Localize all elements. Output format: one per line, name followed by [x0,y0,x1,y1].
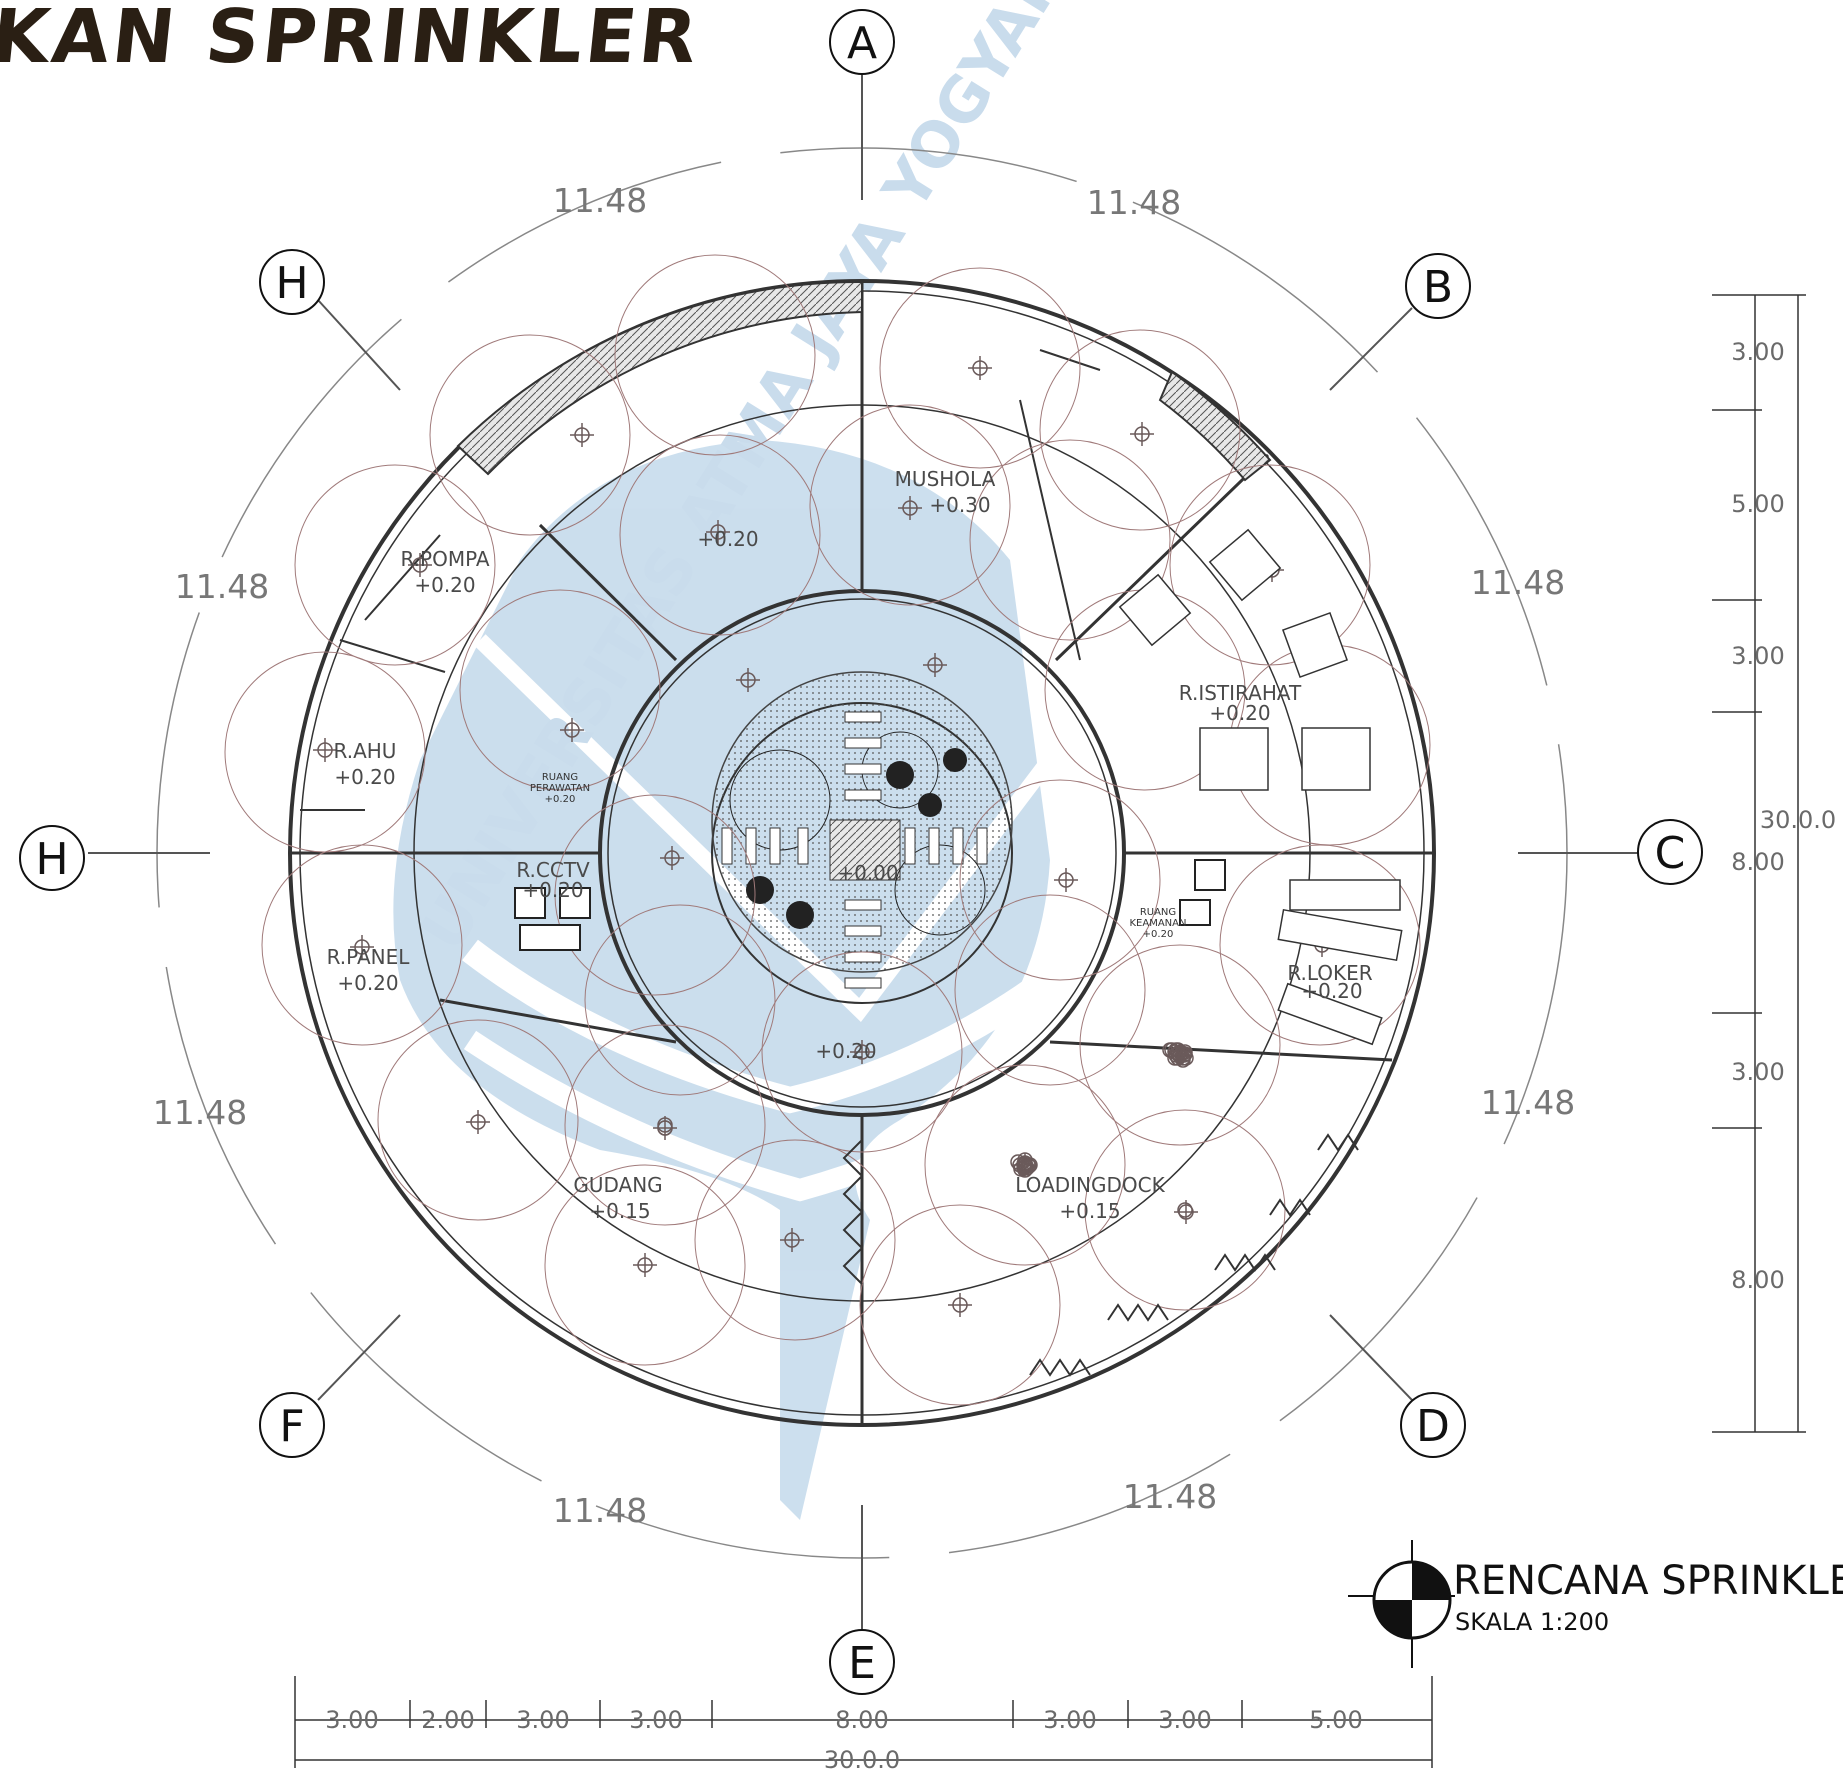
arc-dimension-label: 11.48 [553,1491,647,1530]
loading-dock-stairs [842,1133,1359,1377]
right-dimension-total: 30.0.0 [1760,806,1836,834]
room-level-r-istirahat: +0.20 [1209,701,1270,725]
watermark-logo [393,440,1137,1520]
bottom-dimension-segment: 3.00 [629,1706,682,1734]
room-level-r-ahu: +0.20 [334,765,395,789]
bottom-dimension-segment: 3.00 [325,1706,378,1734]
arc-dimension-label: 11.48 [1481,1083,1575,1122]
bottom-dimension-segment: 3.00 [1043,1706,1096,1734]
bottom-dimension-segment: 3.00 [516,1706,569,1734]
grid-bubble-h-top: H [259,249,325,315]
bottom-dimension-segment: 5.00 [1309,1706,1362,1734]
corridor-level-south: +0.20 [815,1039,876,1063]
room-label-r-pompa: R.POMPA [400,547,489,571]
right-dimension-segment: 8.00 [1731,848,1784,876]
bottom-dimension-chain [294,1676,1433,1768]
toilet-wing-hatch [456,280,863,476]
room-label-ruang-keamanan-2: KEAMANAN [1130,918,1187,929]
room-equipment [514,859,1226,951]
drawing-scale: SKALA 1:200 [1455,1608,1609,1636]
right-dimension-segment: 3.00 [1731,642,1784,670]
arc-dimension-label: 11.48 [553,181,647,220]
grid-bubble-c: C [1637,819,1703,885]
svg-text:D: D [1416,1401,1450,1452]
room-label-ruang-perawatan-1: RUANG [542,772,578,783]
svg-text:A: A [847,18,877,69]
title-block-symbol [1348,1540,1455,1668]
arc-dimension-label: 11.48 [1087,183,1181,222]
sprinkler-coverage [224,254,1431,1406]
bottom-dimension-segment: 2.00 [421,1706,474,1734]
courtyard-level: +0.00 [837,861,898,885]
room-label-loadingdock: LOADINGDOCK [1015,1173,1165,1197]
room-label-ruang-keamanan-1: RUANG [1140,907,1176,918]
bottom-dimension-total: 30.0.0 [824,1746,900,1771]
room-level-ruang-keamanan: +0.20 [1143,929,1174,940]
right-dimension-segment: 3.00 [1731,1058,1784,1086]
arc-dimension-label: 11.48 [1123,1477,1217,1516]
rest-room-furniture [1118,528,1403,1046]
bottom-dimension-segment: 8.00 [835,1706,888,1734]
right-dimension-segment: 5.00 [1731,490,1784,518]
corridor-level-north: +0.20 [697,527,758,551]
svg-text:F: F [279,1401,304,1452]
grid-bubble-f: F [259,1392,325,1458]
room-level-r-cctv: +0.20 [522,878,583,902]
stair-hatch [1158,370,1272,482]
svg-text:H: H [275,258,308,309]
arc-dimension-label: 11.48 [175,567,269,606]
drawing-title: RENCANA SPRINKLE [1453,1558,1843,1604]
svg-text:B: B [1423,262,1453,313]
right-dimension-segment: 8.00 [1731,1266,1784,1294]
room-label-r-panel: R.PANEL [327,945,411,969]
bottom-dimension-segment: 3.00 [1158,1706,1211,1734]
right-dimension-chain [1712,294,1806,1433]
central-courtyard [711,671,1013,989]
room-label-gudang: GUDANG [573,1173,662,1197]
arc-dimension-label: 11.48 [1471,563,1565,602]
room-label-r-istirahat: R.ISTIRAHAT [1179,681,1302,705]
room-label-r-loker: R.LOKER [1287,961,1372,985]
room-level-mushola: +0.30 [929,493,990,517]
grid-bubble-h-left: H [19,825,85,891]
room-level-loadingdock: +0.15 [1059,1199,1120,1223]
grid-axis-lines [88,72,1640,1640]
room-label-r-ahu: R.AHU [334,739,397,763]
room-label-mushola: MUSHOLA [895,467,996,491]
grid-bubble-b: B [1405,253,1471,319]
right-dimension-segment: 3.00 [1731,338,1784,366]
grid-bubble-a: A [829,9,895,75]
room-level-r-pompa: +0.20 [414,573,475,597]
svg-text:H: H [35,834,68,885]
room-level-gudang: +0.15 [589,1199,650,1223]
svg-text:E: E [848,1638,876,1689]
sprinkler-head [313,356,1342,1317]
svg-text:C: C [1655,828,1686,879]
room-level-r-loker: +0.20 [1301,979,1362,1003]
grid-bubble-e: E [829,1629,895,1695]
room-label-r-cctv: R.CCTV [516,858,590,882]
arc-dimension-label: 11.48 [153,1093,247,1132]
room-level-r-panel: +0.20 [337,971,398,995]
grid-bubble-d: D [1400,1392,1466,1458]
room-label-ruang-perawatan-2: PERAWATAN [530,783,590,794]
room-level-ruang-perawatan: +0.20 [545,794,576,805]
